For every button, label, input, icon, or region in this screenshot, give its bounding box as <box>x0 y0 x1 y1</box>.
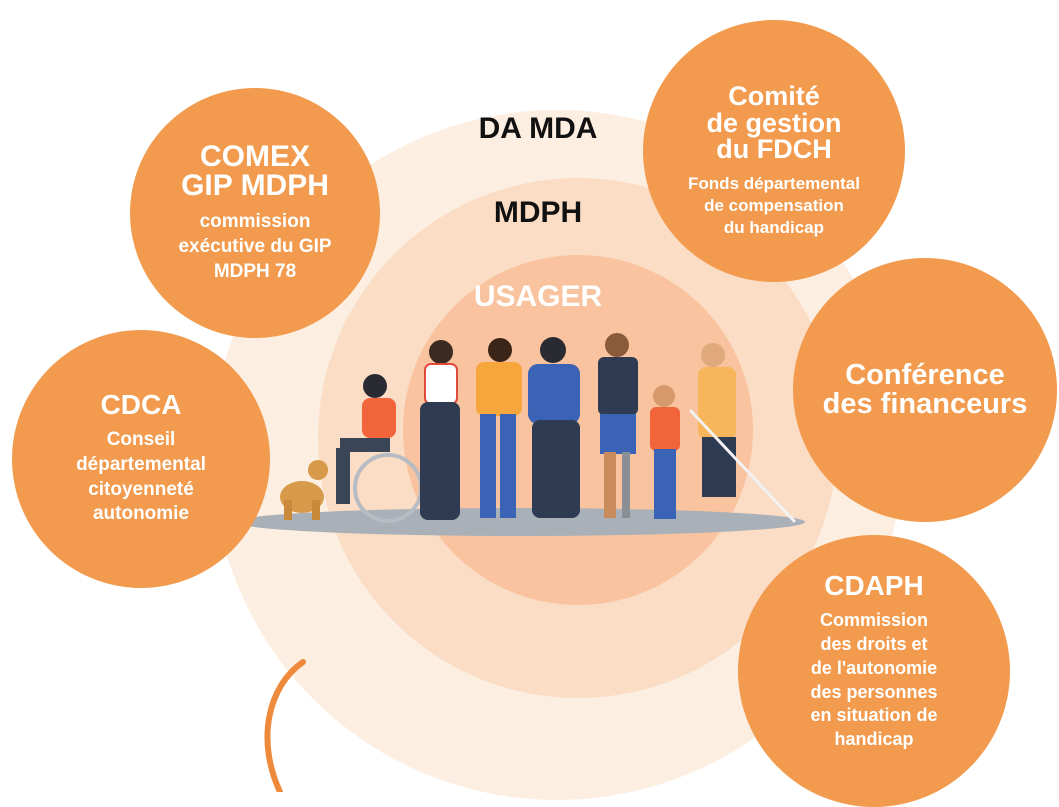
desc-line: commission <box>199 211 311 233</box>
title-line: du FDCH <box>716 134 832 165</box>
title-line: CDCA <box>100 388 182 420</box>
bubble-title: CDAPH <box>824 570 924 602</box>
desc-line: Commission <box>819 610 928 631</box>
desc-line: handicap <box>834 729 914 750</box>
bubble-description: Commission des droits et de l'autonomie … <box>810 609 937 752</box>
ring-label-da-mda: DA MDA <box>478 112 598 145</box>
desc-line: des droits et <box>820 634 928 655</box>
desc-line: départemental <box>76 454 206 476</box>
title-line: COMEX <box>199 139 310 173</box>
bubble-title: Comité de gestion du FDCH <box>706 81 842 165</box>
desc-line: citoyenneté <box>88 478 194 500</box>
desc-line: MDPH 78 <box>213 260 297 282</box>
bubble-title: COMEX GIP MDPH <box>181 139 329 202</box>
title-line: des financeurs <box>822 388 1028 420</box>
desc-line: Conseil <box>106 429 176 451</box>
bubble-description: commission exécutive du GIP MDPH 78 <box>178 210 331 284</box>
bubble-title: CDCA <box>100 388 182 420</box>
bubble-description: Fonds départemental de compensation du h… <box>688 173 860 239</box>
desc-line: de l'autonomie <box>810 657 938 678</box>
desc-line: autonomie <box>92 503 190 525</box>
title-line: Comité <box>728 81 820 112</box>
bubble-title: Conférence des financeurs <box>823 361 1028 419</box>
title-line: GIP MDPH <box>181 168 329 202</box>
bubble-cdca: CDCA Conseil départemental citoyenneté a… <box>12 330 270 588</box>
bubble-conference-financeurs: Conférence des financeurs <box>793 258 1057 522</box>
title-line: CDAPH <box>824 570 924 602</box>
ring-label-mdph: MDPH <box>493 196 583 229</box>
desc-line: de compensation <box>704 195 844 215</box>
desc-line: du handicap <box>723 217 825 237</box>
title-line: Conférence <box>845 359 1005 391</box>
desc-line: des personnes <box>810 681 938 702</box>
bubble-description: Conseil départemental citoyenneté autono… <box>76 428 206 527</box>
bubble-cdaph: CDAPH Commission des droits et de l'auto… <box>738 535 1010 807</box>
desc-line: Fonds départemental <box>688 173 860 193</box>
title-line: de gestion <box>706 107 842 138</box>
bubble-comex-gip-mdph: COMEX GIP MDPH commission exécutive du G… <box>130 88 380 338</box>
desc-line: en situation de <box>810 705 938 726</box>
bubble-comite-fdch: Comité de gestion du FDCH Fonds départem… <box>643 20 905 282</box>
ring-label-usager: USAGER <box>473 280 603 313</box>
desc-line: exécutive du GIP <box>178 236 332 258</box>
